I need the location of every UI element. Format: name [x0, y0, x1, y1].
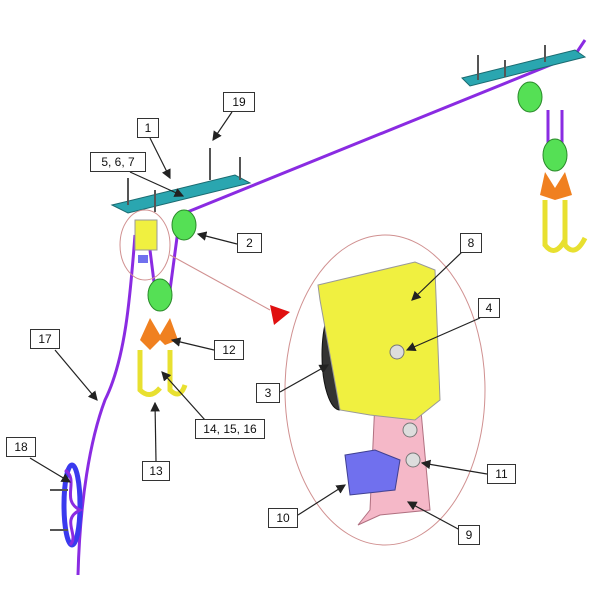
bolt-11 [405, 452, 421, 468]
callout-3: 3 [256, 383, 280, 403]
pulley-right-lower [542, 138, 568, 172]
rope-span [179, 53, 576, 217]
detail-leader-line [169, 254, 271, 311]
callout-8: 8 [460, 233, 482, 253]
hook-13 [137, 350, 188, 397]
callout-11: 11 [487, 464, 516, 484]
callout-5-6-7: 5, 6, 7 [90, 152, 146, 172]
callout-9: 9 [458, 525, 480, 545]
pulley-lower-left [147, 278, 173, 312]
pulley-right-top [517, 81, 543, 113]
shackle-12 [140, 318, 178, 350]
callout-14-15-16: 14, 15, 16 [195, 419, 265, 439]
pulley-2 [171, 209, 197, 241]
callout-4: 4 [478, 298, 500, 318]
callout-18: 18 [6, 437, 36, 457]
small-bracket [134, 219, 158, 251]
callout-10: 10 [268, 508, 298, 528]
cleat-18 [50, 462, 84, 548]
small-clamp [138, 255, 148, 263]
callout-13: 13 [142, 461, 170, 481]
callout-19: 19 [223, 92, 255, 112]
bolt-upper [402, 422, 418, 438]
callout-17: 17 [30, 329, 60, 349]
bracket-8 [317, 261, 441, 421]
red-arrow [270, 305, 290, 325]
rope-left-drop [76, 234, 137, 576]
detail-circle [284, 234, 486, 546]
clamp-10 [344, 449, 401, 496]
right-ceiling-rail [461, 45, 587, 87]
detail-assembly [317, 261, 441, 526]
callout-12: 12 [214, 340, 244, 360]
shackle-right [540, 172, 572, 200]
leader-arrows [29, 111, 488, 531]
callout-1: 1 [137, 118, 159, 138]
callout-2: 2 [237, 233, 262, 253]
hook-right [542, 200, 588, 253]
bolt-4 [389, 344, 405, 360]
small-detail-circle [119, 209, 171, 281]
